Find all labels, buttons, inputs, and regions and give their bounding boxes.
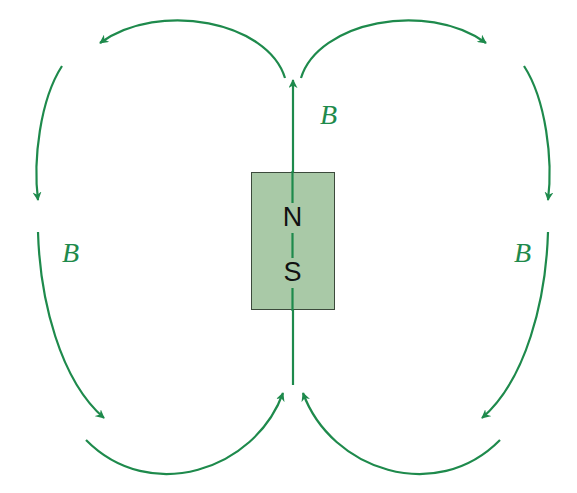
field-line [86,393,283,474]
field-label: B [318,100,339,131]
field-line [36,66,62,200]
pole-letter: S [281,258,303,288]
field-line [303,393,500,474]
pole-letter: N [281,203,305,233]
field-line [301,20,486,78]
field-line [524,66,550,200]
field-label: B [60,238,81,269]
bar-magnet: NS [251,172,335,310]
field-line [252,173,334,309]
field-line [38,232,104,418]
field-label: B [512,238,533,269]
field-line [100,20,285,78]
field-line [482,232,548,418]
